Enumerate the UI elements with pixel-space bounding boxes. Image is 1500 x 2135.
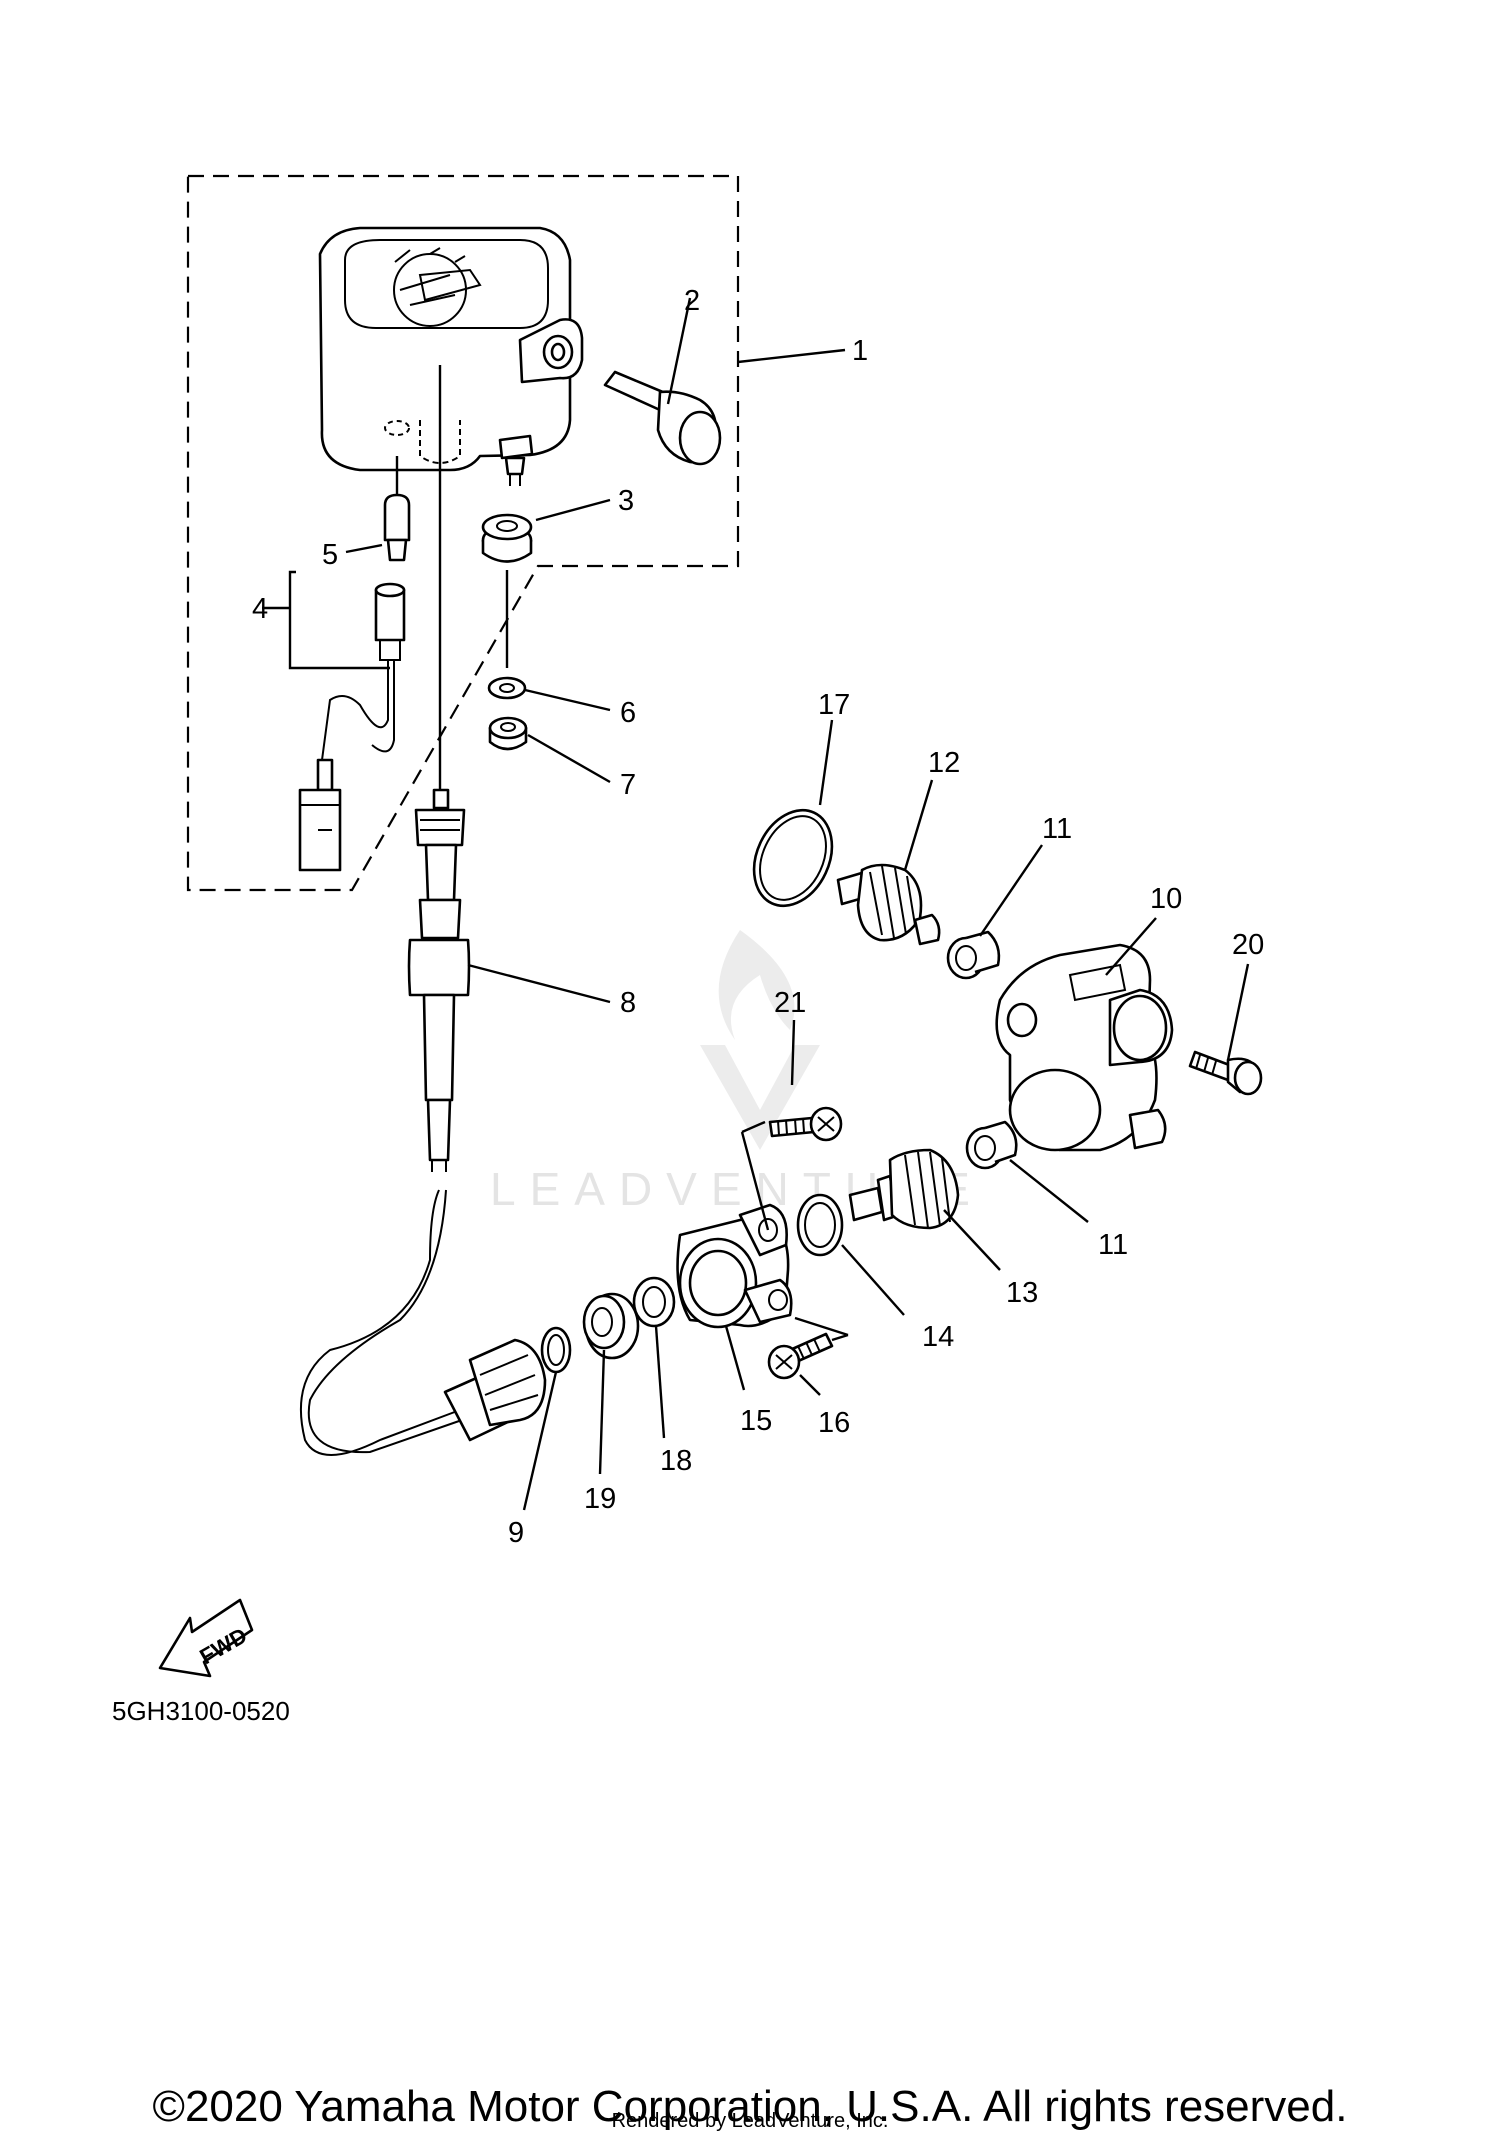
callout-1: 1 — [852, 335, 868, 367]
callout-13: 13 — [1006, 1277, 1038, 1309]
callout-18: 18 — [660, 1445, 692, 1477]
callout-6: 6 — [620, 697, 636, 729]
callout-12: 12 — [928, 747, 960, 779]
callout-17: 17 — [818, 689, 850, 721]
callout-21: 21 — [774, 987, 806, 1019]
callout-7: 7 — [620, 769, 636, 801]
nut — [488, 716, 528, 751]
copyright-notice: ©2020 Yamaha Motor Corporation, U.S.A. A… — [152, 2082, 1348, 2131]
gear-housing — [676, 1203, 793, 1329]
callout-9: 9 — [508, 1517, 524, 1549]
callout-16: 16 — [818, 1407, 850, 1439]
driven-gear — [836, 863, 941, 946]
bulb-and-socket — [298, 456, 411, 872]
assembly-boundary — [186, 174, 740, 892]
bushing-upper — [946, 930, 1001, 980]
callout-10: 10 — [1150, 883, 1182, 915]
fwd-arrow: FWD — [158, 1598, 254, 1678]
callout-15: 15 — [740, 1405, 772, 1437]
leader-lines — [345, 297, 1250, 1511]
rendered-by-notice: Rendered by LeadVenture, Inc. — [611, 2110, 889, 2132]
speedometer-assembly — [318, 226, 584, 486]
drive-gear — [848, 1148, 960, 1230]
callout-4: 4 — [252, 593, 268, 625]
callout-14: 14 — [922, 1321, 954, 1353]
callout-20: 20 — [1232, 929, 1264, 961]
bushing-lower — [965, 1120, 1018, 1170]
o-ring-17 — [752, 808, 834, 908]
callout-2: 2 — [684, 285, 700, 317]
grommet — [481, 513, 533, 563]
screw-21 — [768, 1106, 843, 1142]
callout-3: 3 — [618, 485, 634, 517]
bolt-20 — [1188, 1050, 1263, 1096]
callout-8: 8 — [620, 987, 636, 1019]
screw-16 — [767, 1332, 834, 1380]
speedometer-cable — [299, 788, 547, 1456]
callout-numbers: 1 2 3 4 5 6 7 8 9 10 11 11 12 13 14 15 1… — [252, 285, 1264, 1549]
callout-19: 19 — [584, 1483, 616, 1515]
callout-5: 5 — [322, 539, 338, 571]
gear-unit-body — [995, 943, 1174, 1152]
oil-seal — [582, 1292, 640, 1360]
callout-11-lower: 11 — [1098, 1229, 1128, 1261]
callout-11-upper: 11 — [1042, 813, 1072, 845]
reset-knob — [603, 370, 722, 466]
washer — [487, 676, 527, 700]
washer-18 — [632, 1276, 676, 1328]
diagram-code: 5GH3100-0520 — [112, 1696, 290, 1726]
